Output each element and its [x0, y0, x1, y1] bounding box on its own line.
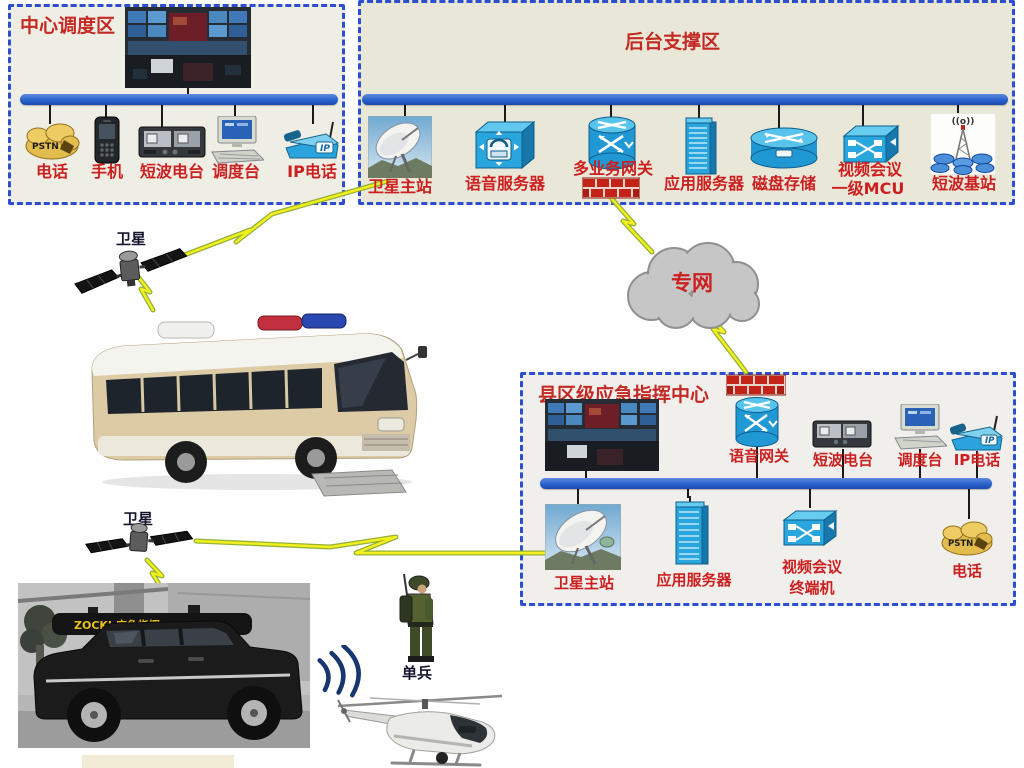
county-ip-phone-icon: IP: [948, 412, 1004, 454]
county-app-server-label: 应用服务器: [656, 571, 732, 589]
satellite-top-label: 卫星: [115, 230, 147, 248]
private-network-cloud: [612, 238, 772, 334]
ip-label: IP: [985, 436, 995, 446]
private-network-label: 专网: [671, 271, 713, 295]
county-satellite-master-icon: [545, 504, 621, 570]
county-dispatch-console-icon: [893, 404, 947, 450]
shortwave-base-station-icon: ((o)): [930, 113, 996, 175]
satellite-bottom-icon: [84, 518, 194, 570]
video-mcu-label-line1: 视频会议: [837, 160, 903, 179]
video-mcu-icon: [840, 120, 902, 168]
vc-terminal-label-line2: 终端机: [789, 579, 835, 597]
county-shortwave-radio-icon: [812, 418, 872, 450]
shortwave-radio-icon: [138, 124, 206, 160]
bottom-strip-image: [82, 755, 234, 768]
backend-satellite-master-icon: [368, 116, 432, 178]
satellite-top-icon: [72, 242, 190, 300]
disk-storage-icon: [747, 126, 821, 170]
vc-terminal-label-line1: 视频会议: [781, 558, 843, 576]
satellite-bottom-label: 卫星: [122, 510, 154, 528]
dispatch-console-label: 调度台: [211, 162, 261, 181]
backend-firewall-icon: [582, 177, 640, 199]
multiservice-gateway-icon: [586, 114, 638, 172]
helicopter-image: [330, 688, 510, 768]
pstn-label: PSTN: [32, 142, 59, 152]
dispatch-phone-label: 电话: [35, 162, 69, 181]
backend-app-server-icon: [684, 112, 718, 176]
voice-gateway-label: 语音网关: [728, 447, 790, 465]
shortwave-base-station-label: 短波基站: [931, 174, 997, 193]
emergency-suv-image: ZOCKJ 应急指挥: [18, 583, 310, 748]
pstn-label: PSTN: [948, 539, 973, 549]
voice-gateway-icon: [733, 395, 781, 449]
county-shortwave-radio-label: 短波电台: [812, 451, 874, 469]
county-ip-phone-label: IP电话: [953, 451, 1001, 469]
voice-server-label: 语音服务器: [464, 174, 546, 193]
dispatch-mobile-label: 手机: [90, 162, 124, 181]
dispatch-shortwave-radio-label: 短波电台: [139, 162, 205, 181]
pstn-phone-icon: PSTN: [24, 120, 80, 162]
disk-storage-label: 磁盘存储: [751, 174, 817, 193]
dispatch-console-icon: [210, 116, 264, 164]
dispatch-ip-phone-label: IP电话: [287, 162, 337, 181]
county-control-room-image: [545, 399, 659, 471]
radio-waves-icon: [312, 645, 370, 699]
ip-phone-icon: IP: [282, 118, 340, 162]
soldier-icon: [388, 572, 444, 664]
vc-terminal-icon: [780, 506, 840, 550]
ip-label: IP: [320, 144, 330, 154]
multiservice-gateway-label: 多业务网关: [572, 159, 654, 178]
dispatch-bus-bar: [20, 94, 338, 105]
center-dispatch-title: 中心调度区: [20, 15, 116, 37]
command-bus-image: [62, 298, 434, 498]
video-mcu-label-line2: 一级MCU: [831, 179, 905, 198]
antenna-signal-label: ((o)): [952, 117, 975, 127]
county-bus-bar: [540, 478, 992, 489]
voice-server-icon: [472, 118, 536, 172]
county-phone-label: 电话: [951, 562, 983, 580]
county-app-server-icon: [674, 496, 710, 566]
mobile-phone-icon: [90, 116, 124, 164]
county-pstn-phone-icon: PSTN: [940, 518, 994, 558]
dispatch-control-room-image: [125, 7, 251, 88]
county-dispatch-console-label: 调度台: [897, 451, 943, 469]
backend-app-server-label: 应用服务器: [663, 174, 745, 193]
backend-support-title: 后台支撑区: [625, 31, 721, 53]
county-firewall-icon: [726, 374, 786, 396]
soldier-label: 单兵: [401, 664, 433, 682]
backend-bus-bar: [362, 94, 1008, 105]
backend-satellite-master-label: 卫星主站: [367, 177, 433, 196]
county-satellite-master-label: 卫星主站: [553, 574, 615, 592]
